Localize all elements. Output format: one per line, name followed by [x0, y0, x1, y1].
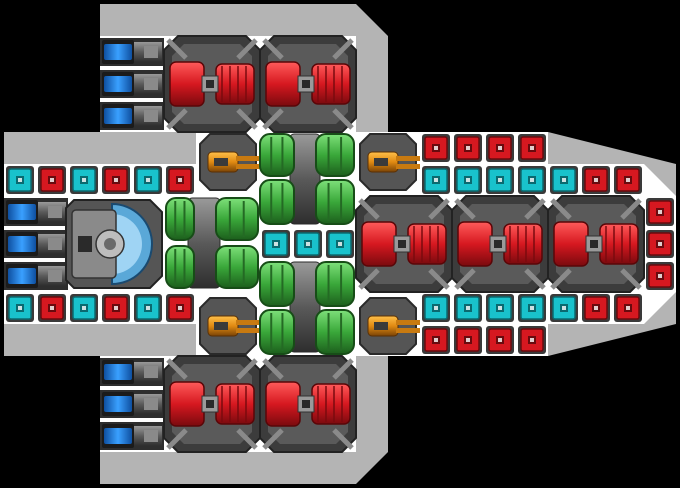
- red-cell-icon: [646, 198, 674, 226]
- cyan-cell-icon: [70, 294, 98, 322]
- green-fuel-tank-icon: [259, 309, 295, 355]
- red-cell-icon: [518, 134, 546, 162]
- red-cell-icon: [614, 294, 642, 322]
- green-fuel-tank-icon: [259, 179, 295, 225]
- red-cell-icon: [166, 294, 194, 322]
- green-fuel-tank-icon: [215, 197, 259, 241]
- red-cell-icon: [518, 326, 546, 354]
- thruster-icon: [100, 422, 164, 450]
- thruster-icon: [100, 70, 164, 98]
- orange-turret-icon: [359, 297, 420, 355]
- green-fuel-tank-icon: [165, 197, 195, 241]
- red-cell-icon: [166, 166, 194, 194]
- red-cell-icon: [454, 134, 482, 162]
- green-fuel-tank-icon: [315, 133, 355, 177]
- thruster-icon: [4, 230, 68, 258]
- green-fuel-tank-icon: [315, 309, 355, 355]
- green-fuel-tank-icon: [259, 261, 295, 307]
- cyan-cell-icon: [550, 166, 578, 194]
- red-cell-icon: [38, 166, 66, 194]
- cyan-cell-icon: [486, 166, 514, 194]
- red-weapon-module-icon: [163, 35, 261, 133]
- red-cell-icon: [38, 294, 66, 322]
- green-fuel-tank-icon: [315, 261, 355, 307]
- cyan-cell-icon: [294, 230, 322, 258]
- red-weapon-module-icon: [259, 355, 357, 453]
- red-cell-icon: [614, 166, 642, 194]
- cyan-cell-icon: [550, 294, 578, 322]
- orange-turret-icon: [199, 133, 260, 191]
- red-weapon-module-icon: [163, 355, 261, 453]
- cyan-cell-icon: [134, 166, 162, 194]
- red-weapon-module-icon: [547, 195, 645, 293]
- pipe-connector: [187, 197, 221, 289]
- pipe-connector: [289, 261, 321, 353]
- cyan-cell-icon: [6, 166, 34, 194]
- cyan-cell-icon: [518, 294, 546, 322]
- red-cell-icon: [422, 326, 450, 354]
- orange-turret-icon: [199, 297, 260, 355]
- red-cell-icon: [582, 294, 610, 322]
- cyan-cell-icon: [486, 294, 514, 322]
- thruster-icon: [100, 102, 164, 130]
- red-cell-icon: [582, 166, 610, 194]
- red-cell-icon: [646, 262, 674, 290]
- cyan-cell-icon: [70, 166, 98, 194]
- red-cell-icon: [454, 326, 482, 354]
- thruster-icon: [100, 358, 164, 386]
- red-weapon-module-icon: [451, 195, 549, 293]
- cyan-cell-icon: [422, 166, 450, 194]
- cyan-cell-icon: [518, 166, 546, 194]
- pipe-connector: [289, 133, 321, 225]
- red-weapon-module-icon: [259, 35, 357, 133]
- red-weapon-module-icon: [355, 195, 453, 293]
- cyan-cell-icon: [422, 294, 450, 322]
- cyan-cell-icon: [6, 294, 34, 322]
- cyan-cell-icon: [326, 230, 354, 258]
- orange-turret-icon: [359, 133, 420, 191]
- red-cell-icon: [486, 326, 514, 354]
- thruster-icon: [100, 390, 164, 418]
- red-cell-icon: [646, 230, 674, 258]
- cyan-cell-icon: [454, 294, 482, 322]
- green-fuel-tank-icon: [259, 133, 295, 177]
- thruster-icon: [100, 38, 164, 66]
- thruster-icon: [4, 262, 68, 290]
- cyan-cell-icon: [262, 230, 290, 258]
- red-cell-icon: [102, 166, 130, 194]
- cyan-cell-icon: [454, 166, 482, 194]
- red-cell-icon: [422, 134, 450, 162]
- red-cell-icon: [486, 134, 514, 162]
- green-fuel-tank-icon: [165, 245, 195, 289]
- thruster-icon: [4, 198, 68, 226]
- red-cell-icon: [102, 294, 130, 322]
- green-fuel-tank-icon: [215, 245, 259, 289]
- reactor-core-icon: [65, 199, 163, 289]
- cyan-cell-icon: [134, 294, 162, 322]
- green-fuel-tank-icon: [315, 179, 355, 225]
